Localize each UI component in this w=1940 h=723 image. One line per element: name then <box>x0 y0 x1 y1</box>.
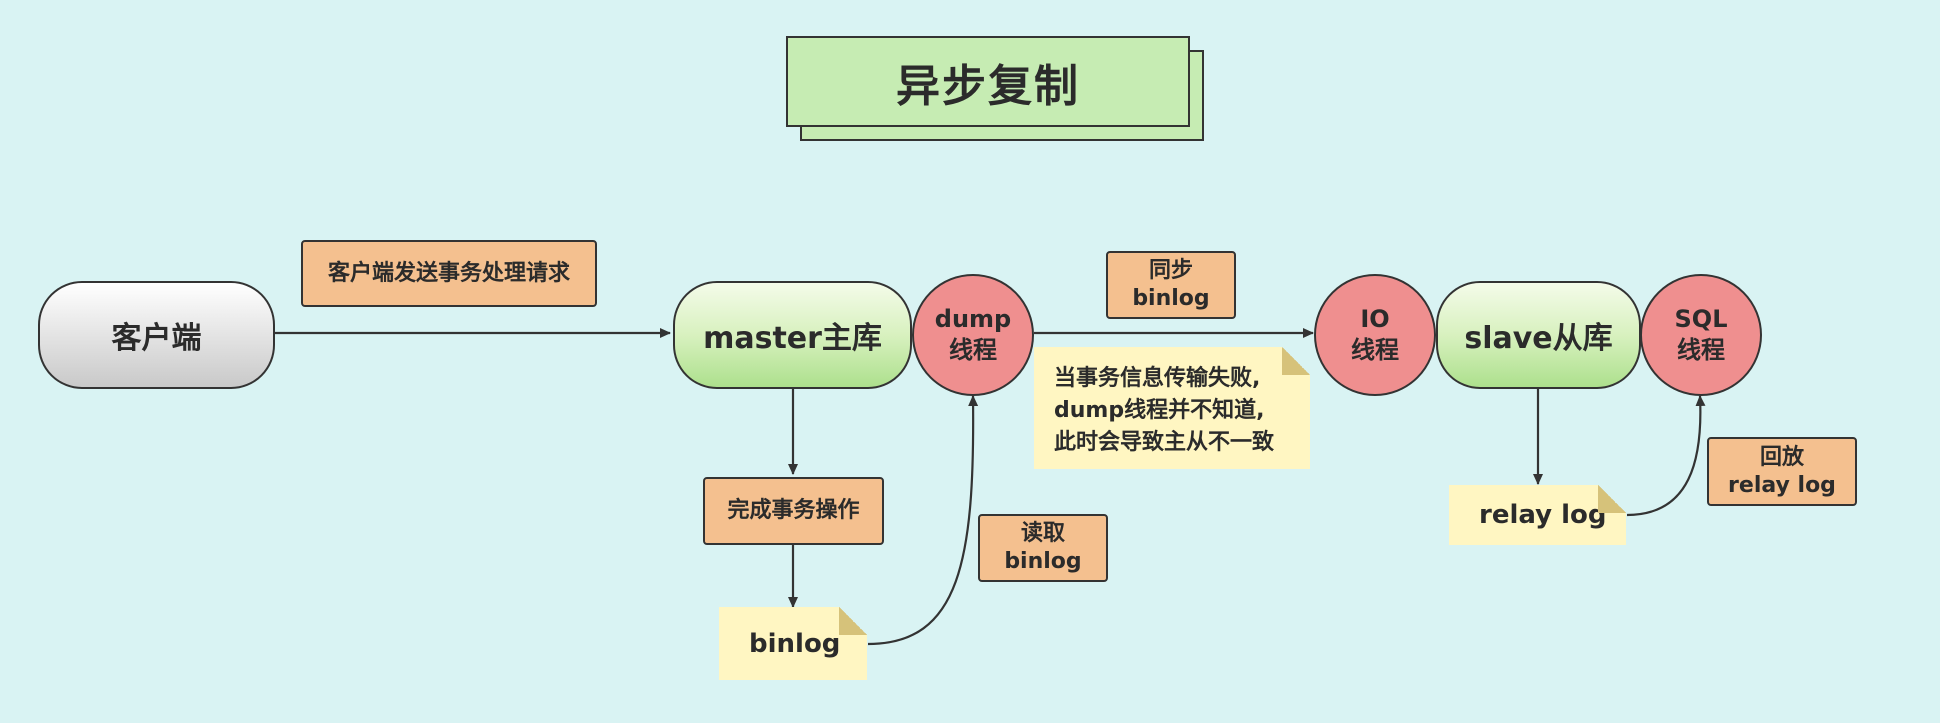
dump-thread-line1: dump <box>934 305 1012 333</box>
label-read-binlog-line1: 读取 <box>1020 521 1065 546</box>
dump-thread-line2: 线程 <box>949 336 997 364</box>
relay-log-note-text: relay log <box>1479 500 1607 530</box>
label-replay-relay-log: 回放 relay log <box>1707 437 1857 506</box>
label-replay-relay-line2: relay log <box>1728 472 1836 498</box>
warning-note: 当事务信息传输失败, dump线程并不知道, 此时会导致主从不一致 <box>1034 347 1310 469</box>
label-sync-binlog-line2: binlog <box>1132 286 1210 311</box>
sql-thread-line2: 线程 <box>1677 336 1725 364</box>
io-thread-line1: IO <box>1360 305 1390 333</box>
label-sync-binlog: 同步 binlog <box>1106 251 1236 319</box>
io-thread-node: IO 线程 <box>1314 274 1436 396</box>
label-client-request: 客户端发送事务处理请求 <box>301 240 597 307</box>
binlog-note-text: binlog <box>749 628 841 659</box>
sql-thread-line1: SQL <box>1674 305 1728 333</box>
label-read-binlog: 读取 binlog <box>978 514 1108 582</box>
io-thread-line2: 线程 <box>1351 336 1399 364</box>
label-sync-binlog-line1: 同步 <box>1148 258 1193 283</box>
label-complete-transaction: 完成事务操作 <box>703 477 884 545</box>
warning-note-line2: dump线程并不知道, <box>1054 398 1265 423</box>
warning-note-line1: 当事务信息传输失败, <box>1054 366 1261 391</box>
slave-node: slave从库 <box>1436 281 1641 389</box>
client-node: 客户端 <box>38 281 275 389</box>
master-node: master主库 <box>673 281 912 389</box>
arrow-relay-to-sql <box>1626 395 1706 517</box>
label-replay-relay-line1: 回放 <box>1759 444 1804 470</box>
sql-thread-node: SQL 线程 <box>1640 274 1762 396</box>
label-read-binlog-line2: binlog <box>1004 549 1082 574</box>
dump-thread-node: dump 线程 <box>912 274 1034 396</box>
binlog-note: binlog <box>719 607 867 680</box>
relay-log-note: relay log <box>1449 485 1626 545</box>
arrow-binlog-to-dump <box>867 395 979 646</box>
warning-note-line3: 此时会导致主从不一致 <box>1054 430 1275 455</box>
diagram-title: 异步复制 <box>786 36 1190 127</box>
